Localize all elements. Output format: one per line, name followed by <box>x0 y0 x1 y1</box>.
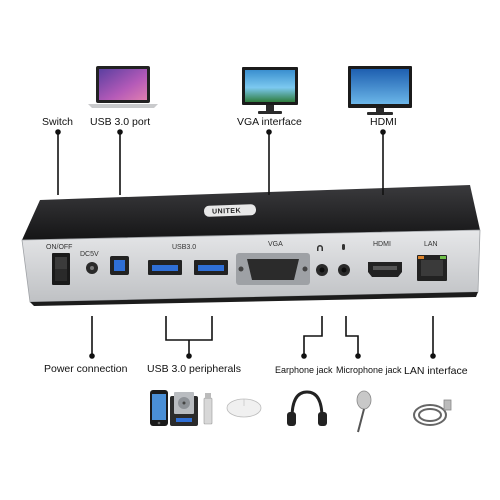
ethernet-cable-icon <box>413 399 452 426</box>
usb-peripherals-bracket <box>165 316 213 341</box>
usb-a-port-1[interactable] <box>148 260 182 275</box>
earphone-callout-line <box>303 316 323 356</box>
usb-flash-drive-icon <box>203 393 213 425</box>
earphone-jack-label: Earphone jack <box>275 365 333 375</box>
callout-lines <box>55 129 436 359</box>
switch-label: Switch <box>42 116 73 128</box>
brand-logo: UNITEK <box>204 204 257 217</box>
microphone-jack-label: Microphone jack <box>336 365 402 375</box>
power-switch[interactable] <box>52 253 70 285</box>
microphone-icon <box>356 390 372 433</box>
microphone-symbol-icon <box>342 244 345 250</box>
on-off-port-label: ON/OFF <box>46 244 72 251</box>
usb-b-upstream-port[interactable] <box>110 256 129 275</box>
smartphone-icon <box>150 390 168 426</box>
hard-drive-dock-icon <box>170 392 198 426</box>
microphone-callout-line <box>345 316 359 356</box>
vga-interface-label: VGA interface <box>237 116 302 128</box>
dc-power-jack[interactable] <box>86 262 98 274</box>
lan-port[interactable] <box>417 255 447 281</box>
hdmi-label: HDMI <box>370 116 397 128</box>
usb-a-port-2[interactable] <box>194 260 228 275</box>
headphone-symbol-icon <box>317 245 323 251</box>
vga-port[interactable] <box>236 253 310 285</box>
usb-docking-station: UNITEK ON/OFF DC5V USB3.0 <box>21 185 481 306</box>
power-connection-label: Power connection <box>44 363 128 375</box>
lan-interface-label: LAN interface <box>404 365 468 377</box>
vga-port-label: VGA <box>268 241 283 248</box>
hdmi-port[interactable] <box>368 262 402 277</box>
switch-callout-dot <box>55 129 61 135</box>
vga-monitor-icon <box>242 67 298 114</box>
usb30-port-label: USB3.0 <box>172 244 196 251</box>
mouse-icon <box>226 398 262 418</box>
dc5v-port-label: DC5V <box>80 251 99 258</box>
lan-port-label: LAN <box>424 241 438 248</box>
microphone-jack[interactable] <box>338 244 350 276</box>
svg-text:UNITEK: UNITEK <box>212 208 241 216</box>
earphone-jack[interactable] <box>316 245 328 276</box>
usb30-port-callout-label: USB 3.0 port <box>90 116 151 128</box>
hdmi-monitor-icon <box>348 66 412 115</box>
laptop-icon <box>88 66 158 108</box>
usb30-peripherals-label: USB 3.0 peripherals <box>147 363 241 375</box>
headphones-icon <box>287 390 327 426</box>
hdmi-port-label: HDMI <box>373 241 391 248</box>
